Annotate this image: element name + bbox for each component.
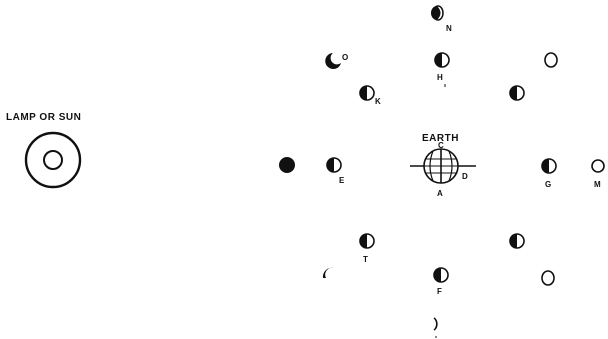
lamp-outer-ring: [26, 133, 80, 187]
moon-new: [279, 157, 295, 173]
moon-k: K: [360, 86, 381, 106]
moon-lower-right: [510, 234, 524, 248]
tick-marks: [436, 84, 445, 338]
earth-point-c: C: [438, 141, 444, 150]
moon-label-k: K: [375, 97, 381, 106]
moon-f: F: [434, 268, 448, 296]
moon-bottom-right-gibbous: [542, 271, 554, 285]
moon-label-n: N: [446, 24, 452, 33]
moon-h: H: [435, 53, 449, 82]
moon-label-m: M: [594, 180, 601, 189]
lamp-label: LAMP OR SUN: [6, 112, 81, 123]
moon-label-o: O: [342, 53, 348, 62]
moon-label-f: F: [437, 287, 442, 296]
moon-bottom-crescent: [434, 318, 437, 330]
moon-label-t: T: [363, 255, 368, 264]
moon-top-right-gibbous: [545, 53, 557, 67]
moon-o: O: [325, 53, 348, 69]
earth: EARTH C D A: [410, 133, 476, 198]
moon-g: G: [542, 159, 556, 189]
moon-bottom-left-crescent: [323, 268, 334, 278]
lamp-inner-ring: [44, 151, 62, 169]
moon-label-e: E: [339, 176, 345, 185]
earth-point-d: D: [462, 172, 468, 181]
lamp-or-sun: LAMP OR SUN: [6, 112, 81, 187]
moon-n: N: [431, 6, 452, 33]
moon-label-h: H: [437, 73, 443, 82]
earth-point-a: A: [437, 189, 443, 198]
moon-m: M: [592, 160, 604, 189]
moon-label-g: G: [545, 180, 551, 189]
moon-t: T: [360, 234, 374, 264]
moon-upper-right: [510, 86, 524, 100]
moon-e: E: [327, 158, 345, 185]
